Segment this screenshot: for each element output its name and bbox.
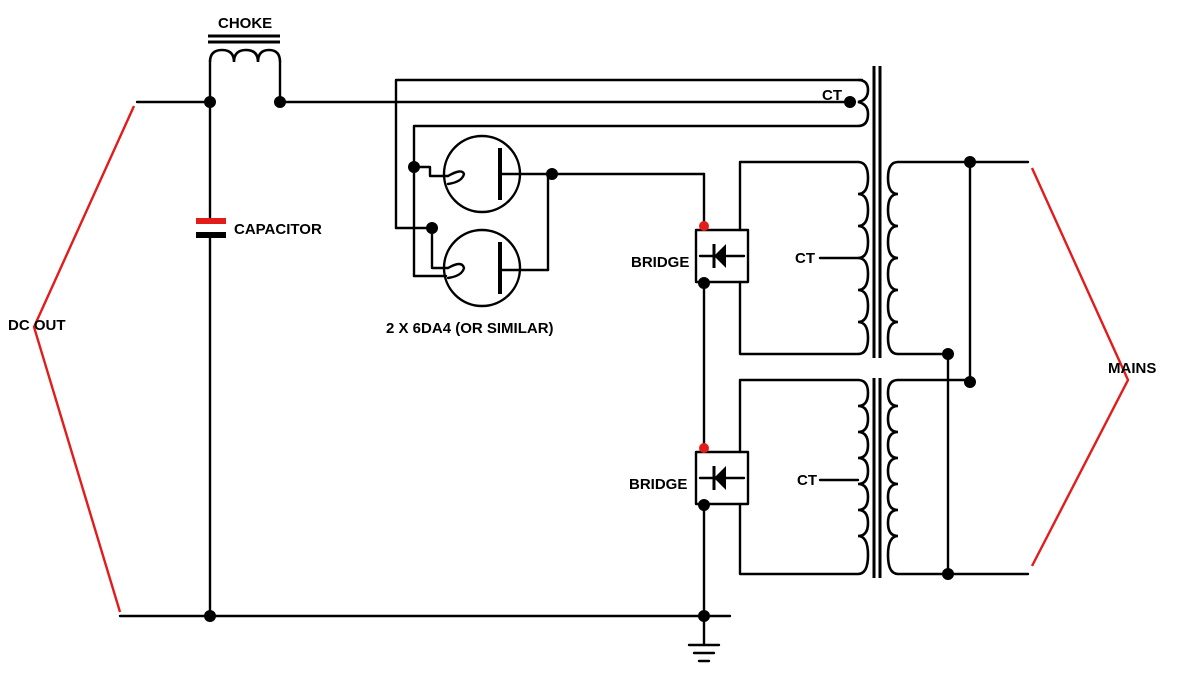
mains-wiring bbox=[896, 160, 1030, 576]
dc-out-bracket bbox=[32, 105, 136, 613]
mains-bracket bbox=[1030, 167, 1130, 567]
bridge-top-label: BRIDGE bbox=[631, 254, 689, 271]
choke bbox=[208, 34, 282, 63]
ct-bottom-label: CT bbox=[797, 472, 817, 489]
transformer-bottom bbox=[818, 378, 899, 578]
heater-winding bbox=[857, 78, 870, 128]
heater-wiring bbox=[394, 78, 864, 278]
dc-out-label: DC OUT bbox=[8, 317, 66, 334]
capacitor-label: CAPACITOR bbox=[234, 221, 322, 238]
ct-mid-label: CT bbox=[795, 250, 815, 267]
ct-top-label: CT bbox=[822, 87, 842, 104]
tube-top bbox=[442, 134, 522, 214]
bridge-bottom-label: BRIDGE bbox=[629, 476, 687, 493]
tube-bottom bbox=[442, 228, 550, 308]
bridge-top bbox=[694, 228, 750, 452]
junction-dots bbox=[204, 96, 976, 622]
bridge-ac-leads bbox=[738, 160, 860, 576]
transformer-top bbox=[818, 66, 899, 358]
mains-label: MAINS bbox=[1108, 360, 1156, 377]
ground-icon bbox=[687, 643, 721, 663]
tubes-label: 2 X 6DA4 (OR SIMILAR) bbox=[386, 320, 554, 337]
bridge-bottom bbox=[694, 450, 750, 618]
top-rail bbox=[135, 60, 857, 104]
capacitor bbox=[196, 100, 226, 618]
choke-label: CHOKE bbox=[218, 15, 272, 32]
